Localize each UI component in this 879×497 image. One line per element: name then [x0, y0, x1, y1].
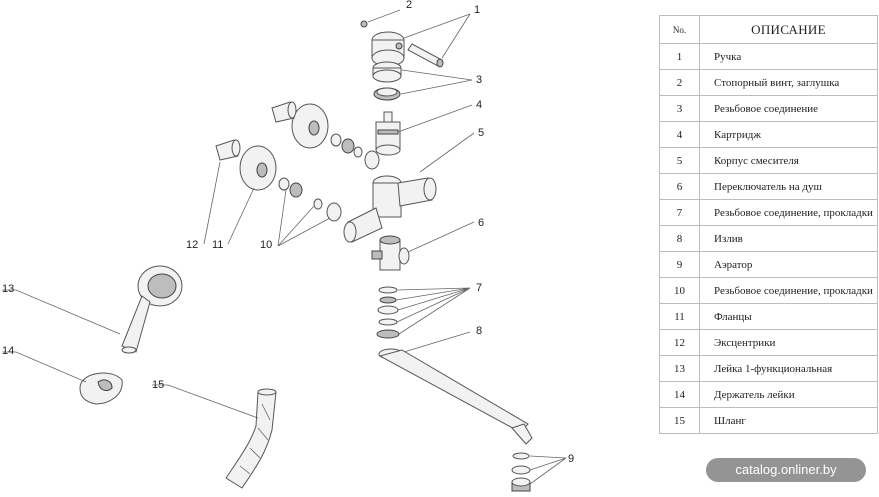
hose-part: [225, 388, 277, 489]
callout-4: 4: [476, 99, 482, 111]
hand-shower-part: [121, 265, 183, 354]
row-description: Эксцентрики: [699, 329, 878, 356]
threaded-connection-part: [372, 61, 402, 101]
row-description: Резьбовое соединение, прокладки: [699, 199, 878, 226]
row-number: 6: [659, 173, 700, 200]
callout-7: 7: [476, 282, 482, 294]
row-number: 12: [659, 329, 700, 356]
callout-8: 8: [476, 325, 482, 337]
row-number: 1: [659, 43, 700, 70]
row-description: Аэратор: [699, 251, 878, 278]
legend-header-no: No.: [659, 15, 700, 44]
row-number: 11: [659, 303, 700, 330]
callout-2: 2: [406, 0, 412, 11]
row-description: Фланцы: [699, 303, 878, 330]
callout-13: 13: [2, 283, 14, 295]
gasket-rings-part: [376, 286, 400, 339]
callout-12: 12: [186, 239, 198, 251]
row-description: Резьбовое соединение: [699, 95, 878, 122]
shower-holder-part: [79, 372, 123, 405]
row-number: 5: [659, 147, 700, 174]
row-description: Резьбовое соединение, прокладки: [699, 277, 878, 304]
cartridge-part: [375, 111, 401, 156]
callout-9: 9: [568, 453, 574, 465]
legend-header-description: ОПИСАНИЕ: [699, 15, 878, 44]
row-number: 15: [659, 407, 700, 434]
exploded-view-diagram: 1 2 3 4 5 6 7 8 9 10 11 12 13 14 15: [2, 0, 574, 492]
row-number: 3: [659, 95, 700, 122]
callout-11: 11: [212, 239, 223, 251]
callout-15: 15: [152, 379, 164, 391]
row-description: Корпус смесителя: [699, 147, 878, 174]
eccentric-part: [215, 101, 297, 161]
flange-part: [239, 103, 329, 191]
callout-labels: 1 2 3 4 5 6 7 8 9 10 11 12 13 14 15: [2, 0, 574, 465]
callout-5: 5: [478, 127, 484, 139]
row-description: Переключатель на душ: [699, 173, 878, 200]
row-number: 10: [659, 277, 700, 304]
diverter-part: [371, 235, 410, 271]
callout-6: 6: [478, 217, 484, 229]
connection-gaskets-part: [278, 133, 380, 222]
row-description: Держатель лейки: [699, 381, 878, 408]
aerator-part: [511, 452, 531, 492]
row-number: 2: [659, 69, 700, 96]
row-description: Лейка 1-функциональная: [699, 355, 878, 382]
leader-lines: [2, 9, 567, 485]
watermark: catalog.onliner.by: [706, 458, 866, 482]
row-description: Ручка: [699, 43, 878, 70]
spout-part: [378, 348, 533, 445]
row-description: Картридж: [699, 121, 878, 148]
callout-14: 14: [2, 345, 14, 357]
row-number: 8: [659, 225, 700, 252]
callout-3: 3: [476, 74, 482, 86]
row-number: 7: [659, 199, 700, 226]
handle-part: [371, 31, 444, 68]
row-number: 14: [659, 381, 700, 408]
row-description: Шланг: [699, 407, 878, 434]
callout-10: 10: [260, 239, 272, 251]
legend-header-row: No. ОПИСАНИЕ: [659, 15, 878, 44]
row-description: Излив: [699, 225, 878, 252]
row-number: 4: [659, 121, 700, 148]
row-number: 9: [659, 251, 700, 278]
set-screw-part: [360, 20, 368, 28]
row-number: 13: [659, 355, 700, 382]
row-description: Стопорный винт, заглушка: [699, 69, 878, 96]
callout-1: 1: [474, 4, 480, 16]
mixer-body-part: [343, 175, 437, 243]
